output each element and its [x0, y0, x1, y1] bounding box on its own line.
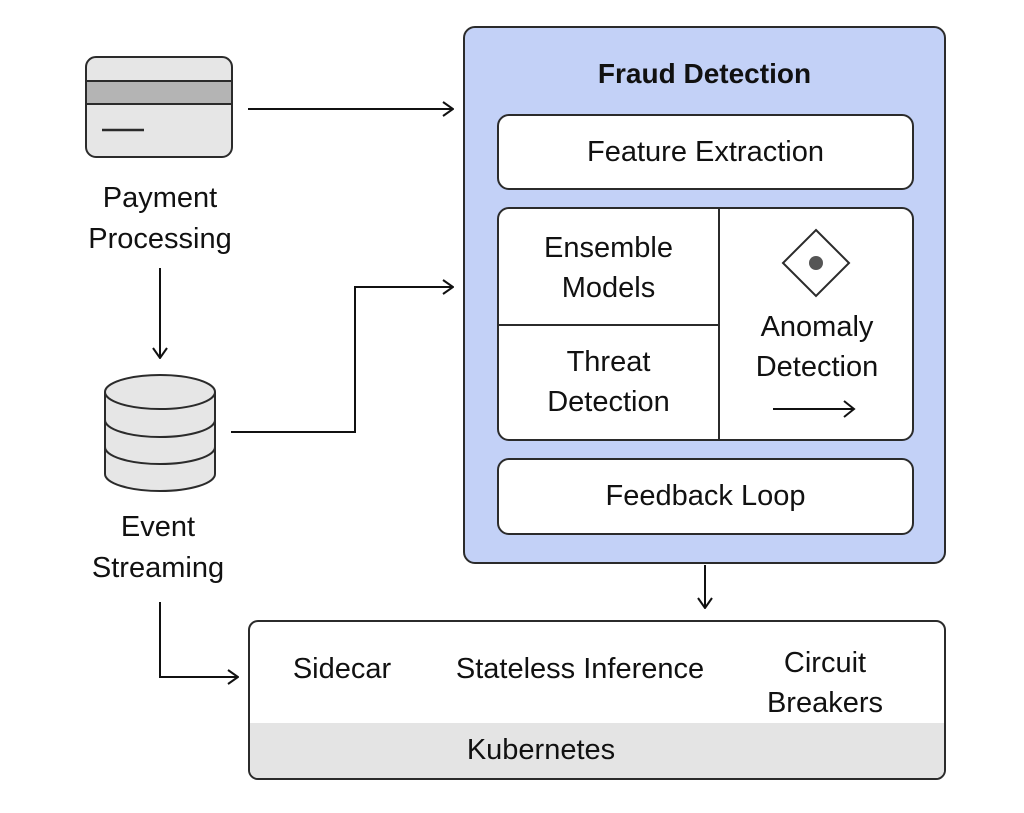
runtime-services-row: Sidecar Stateless Inference Circuit Brea…: [250, 622, 944, 726]
ensemble-models-line1: Ensemble: [544, 231, 673, 264]
events-label-line1: Event: [120, 511, 196, 543]
runtime-block: Sidecar Stateless Inference Circuit Brea…: [248, 620, 946, 780]
database-body: [104, 392, 216, 492]
fraud-detection-title: Fraud Detection: [597, 58, 812, 89]
kubernetes-bar: Kubernetes: [250, 723, 944, 778]
anomaly-detection-line2: Detection: [755, 351, 879, 383]
events-label-line2: Streaming: [91, 552, 225, 584]
circuit-breakers-line1: Circuit: [783, 647, 867, 679]
models-grid: Ensemble Models Threat Detection Anomaly…: [497, 207, 914, 441]
anomaly-detection-label: Anomaly Detection: [720, 307, 912, 387]
ensemble-models-line2: Models: [561, 271, 656, 304]
ensemble-models-cell: Ensemble Models: [499, 209, 720, 326]
fraud-detection-panel: Fraud Detection Feature Extraction Ensem…: [463, 26, 946, 564]
database-ring-2: [104, 446, 216, 465]
anomaly-detection-cell: Anomaly Detection: [720, 209, 912, 439]
database-ring-1: [104, 419, 216, 438]
circuit-breakers-label: Circuit Breakers: [750, 643, 900, 723]
credit-card-body: [85, 56, 233, 158]
arrow-events-to-runtime: [159, 602, 238, 677]
stateless-inference-label: Stateless Inference: [455, 653, 705, 685]
credit-card-stripe: [87, 81, 231, 104]
threat-detection-cell: Threat Detection: [499, 326, 720, 439]
payment-label-line1: Payment: [102, 182, 218, 214]
circuit-breakers-line2: Breakers: [766, 687, 884, 719]
payment-processing-label: Payment Processing: [60, 178, 260, 260]
diamond-dot-icon: [781, 228, 851, 298]
feature-extraction-box: Feature Extraction: [497, 114, 914, 190]
arrow-events-to-fraud: [231, 287, 453, 433]
database-icon: [104, 374, 216, 492]
feedback-loop-box: Feedback Loop: [497, 458, 914, 535]
payment-label-line2: Processing: [88, 223, 232, 255]
threat-detection-line1: Threat: [566, 345, 651, 378]
threat-detection-line2: Detection: [547, 385, 670, 418]
event-streaming-label: Event Streaming: [58, 507, 258, 589]
anomaly-detection-line1: Anomaly: [760, 311, 874, 343]
right-arrow-icon: [773, 400, 856, 418]
sidecar-label: Sidecar: [292, 653, 392, 685]
kubernetes-label: Kubernetes: [466, 734, 616, 766]
database-top: [104, 374, 216, 410]
credit-card-icon: [85, 56, 233, 158]
